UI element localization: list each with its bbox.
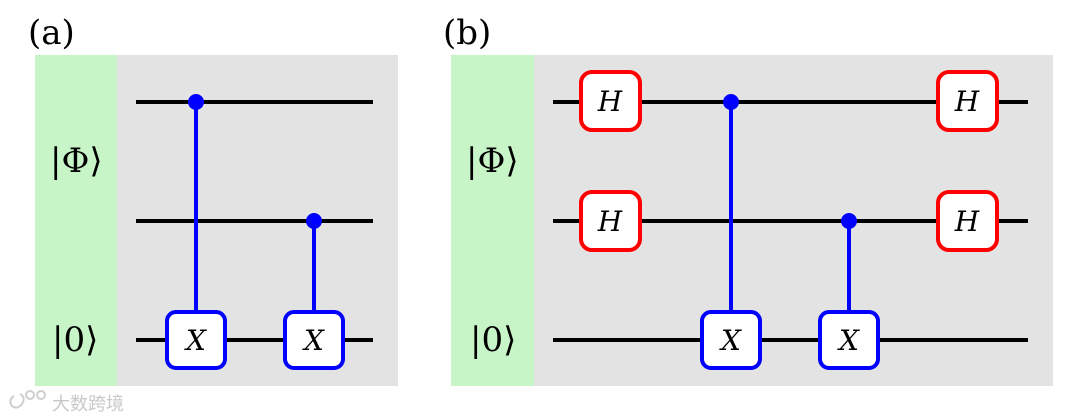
panel-a: (a) |Φ⟩ |0⟩ X X xyxy=(28,13,398,386)
panel-b-h-gate-2 xyxy=(579,190,642,252)
panel-b-h-gate-1-label: H xyxy=(597,85,623,118)
panel-a-state-phi: |Φ⟩ xyxy=(50,141,103,181)
watermark-dot-icon-2 xyxy=(36,390,46,400)
watermark: 大数跨境 xyxy=(9,390,124,415)
panel-b-h-gate-1 xyxy=(579,70,642,132)
panel-b-label: (b) xyxy=(443,13,491,53)
panel-b-control-dot-2 xyxy=(841,213,857,229)
panel-b-state-region xyxy=(451,55,534,386)
panel-b-state-zero: |0⟩ xyxy=(470,320,516,360)
panel-a-x-gate-1 xyxy=(165,310,227,370)
panel-a-control-dot-2 xyxy=(306,213,322,229)
panel-b-state-phi: |Φ⟩ xyxy=(466,141,519,181)
panel-a-x-gate-2 xyxy=(283,310,345,370)
panel-a-state-zero: |0⟩ xyxy=(52,320,98,360)
watermark-logo-icon xyxy=(9,393,25,409)
panel-a-x-gate-2-label: X xyxy=(302,324,325,357)
panel-b-h-gate-3-label: H xyxy=(954,85,980,118)
panel-a-label: (a) xyxy=(28,13,75,53)
panel-b-control-dot-1 xyxy=(723,94,739,110)
panel-a-control-dot-1 xyxy=(188,94,204,110)
watermark-dot-icon-1 xyxy=(25,390,35,400)
panel-b-h-gate-2-label: H xyxy=(597,205,623,238)
panel-b-h-gate-4 xyxy=(936,190,999,252)
panel-a-state-region xyxy=(35,55,117,386)
panel-a-x-gate-1-label: X xyxy=(184,324,207,357)
panel-b: (b) |Φ⟩ |0⟩ H H X X H H xyxy=(443,13,1053,386)
panel-b-x-gate-2 xyxy=(818,310,880,370)
panel-b-x-gate-2-label: X xyxy=(837,324,860,357)
watermark-text: 大数跨境 xyxy=(52,394,124,415)
panel-b-h-gate-3 xyxy=(936,70,999,132)
panel-b-x-gate-1-label: X xyxy=(719,324,742,357)
panel-b-x-gate-1 xyxy=(700,310,762,370)
panel-b-h-gate-4-label: H xyxy=(954,205,980,238)
